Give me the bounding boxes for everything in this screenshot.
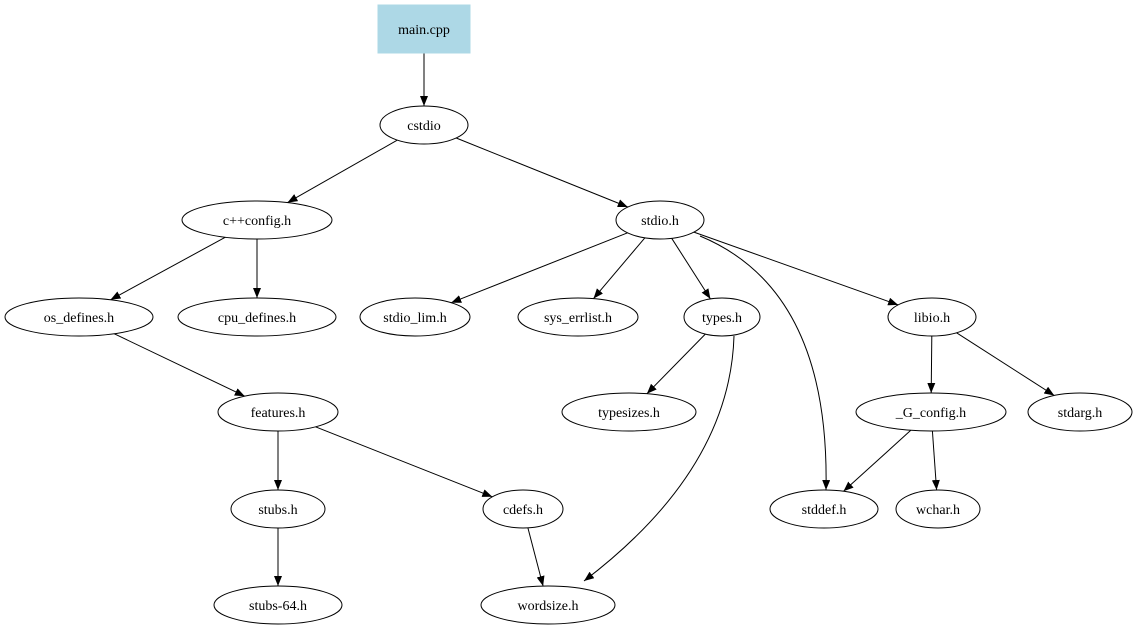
edge-cdefs-to-wordsize bbox=[527, 527, 545, 587]
node-ellipse bbox=[4, 297, 154, 337]
edge-features-to-cdefs bbox=[315, 426, 493, 498]
node-label: cdefs.h bbox=[503, 503, 543, 518]
edge-stdio-to-libio bbox=[693, 231, 899, 306]
node-stddef[interactable]: stddef.h bbox=[769, 489, 879, 529]
node-ellipse bbox=[517, 297, 639, 337]
edge-stdio-to-types bbox=[671, 238, 711, 300]
node-main[interactable]: main.cpp bbox=[377, 4, 471, 54]
node-g_config[interactable]: _G_config.h bbox=[855, 392, 1007, 432]
node-types[interactable]: types.h bbox=[683, 297, 761, 337]
node-features[interactable]: features.h bbox=[217, 392, 339, 432]
nodes-layer: main.cpp cstdio c++config.h stdio.h os_defin… bbox=[4, 4, 1133, 625]
node-label: features.h bbox=[251, 406, 306, 421]
edge-os_defines-to-features bbox=[113, 333, 246, 397]
node-libio[interactable]: libio.h bbox=[887, 297, 977, 337]
node-label: cstdio bbox=[407, 119, 440, 134]
node-cdefs[interactable]: cdefs.h bbox=[482, 489, 564, 529]
node-stdio[interactable]: stdio.h bbox=[615, 200, 705, 240]
node-label: wordsize.h bbox=[517, 599, 578, 614]
node-label: _G_config.h bbox=[895, 406, 966, 421]
node-wchar[interactable]: wchar.h bbox=[895, 489, 981, 529]
node-ellipse bbox=[177, 297, 337, 337]
edge-cstdio-to-stdio bbox=[456, 137, 628, 208]
node-label: sys_errlist.h bbox=[544, 311, 612, 326]
node-label: libio.h bbox=[914, 311, 950, 326]
node-sys_errlist[interactable]: sys_errlist.h bbox=[517, 297, 639, 337]
node-cppconfig[interactable]: c++config.h bbox=[181, 200, 333, 240]
edge-cstdio-to-cppconfig bbox=[287, 139, 398, 204]
node-cstdio[interactable]: cstdio bbox=[379, 105, 469, 145]
node-label: stdio_lim.h bbox=[383, 311, 446, 326]
node-typesizes[interactable]: typesizes.h bbox=[561, 392, 697, 432]
node-label: wchar.h bbox=[916, 503, 960, 518]
node-label: cpu_defines.h bbox=[218, 311, 296, 326]
node-label: stubs.h bbox=[258, 503, 297, 518]
node-ellipse bbox=[213, 585, 343, 625]
edge-types-to-typesizes bbox=[646, 333, 706, 395]
node-label: stddef.h bbox=[802, 503, 847, 518]
node-wordsize[interactable]: wordsize.h bbox=[480, 585, 616, 625]
node-ellipse bbox=[855, 392, 1007, 432]
edges-layer bbox=[110, 53, 1055, 587]
node-stdarg[interactable]: stdarg.h bbox=[1027, 392, 1133, 432]
edge-libio-to-g_config bbox=[927, 335, 936, 394]
node-label: stubs-64.h bbox=[249, 599, 307, 614]
node-ellipse bbox=[359, 297, 471, 337]
node-stubs64[interactable]: stubs-64.h bbox=[213, 585, 343, 625]
node-label: stdarg.h bbox=[1058, 406, 1102, 421]
node-label: typesizes.h bbox=[598, 406, 660, 421]
node-stubs[interactable]: stubs.h bbox=[230, 489, 326, 529]
node-ellipse bbox=[615, 200, 705, 240]
edge-stdio-to-stdio_lim bbox=[451, 232, 628, 304]
edge-cppconfig-to-os_defines bbox=[110, 236, 226, 301]
edge-stdio-to-stddef bbox=[699, 235, 831, 491]
node-cpu_defines[interactable]: cpu_defines.h bbox=[177, 297, 337, 337]
node-os_defines[interactable]: os_defines.h bbox=[4, 297, 154, 337]
node-ellipse bbox=[683, 297, 761, 337]
edge-libio-to-stdarg bbox=[956, 332, 1055, 396]
node-box bbox=[377, 4, 471, 54]
edge-stdio-to-sys_errlist bbox=[593, 237, 646, 299]
edge-g_config-to-stddef bbox=[843, 429, 912, 492]
node-ellipse bbox=[379, 105, 469, 145]
node-ellipse bbox=[230, 489, 326, 529]
edge-types-to-wordsize bbox=[583, 335, 735, 582]
node-label: stdio.h bbox=[641, 214, 679, 229]
node-ellipse bbox=[895, 489, 981, 529]
node-stdio_lim[interactable]: stdio_lim.h bbox=[359, 297, 471, 337]
node-label: types.h bbox=[702, 311, 742, 326]
node-ellipse bbox=[482, 489, 564, 529]
node-ellipse bbox=[181, 200, 333, 240]
node-label: main.cpp bbox=[398, 23, 450, 38]
node-ellipse bbox=[769, 489, 879, 529]
node-ellipse bbox=[561, 392, 697, 432]
node-ellipse bbox=[217, 392, 339, 432]
edge-g_config-to-wchar bbox=[931, 430, 940, 491]
node-ellipse bbox=[887, 297, 977, 337]
node-ellipse bbox=[1027, 392, 1133, 432]
node-label: os_defines.h bbox=[44, 311, 114, 326]
node-ellipse bbox=[480, 585, 616, 625]
node-label: c++config.h bbox=[223, 214, 291, 229]
